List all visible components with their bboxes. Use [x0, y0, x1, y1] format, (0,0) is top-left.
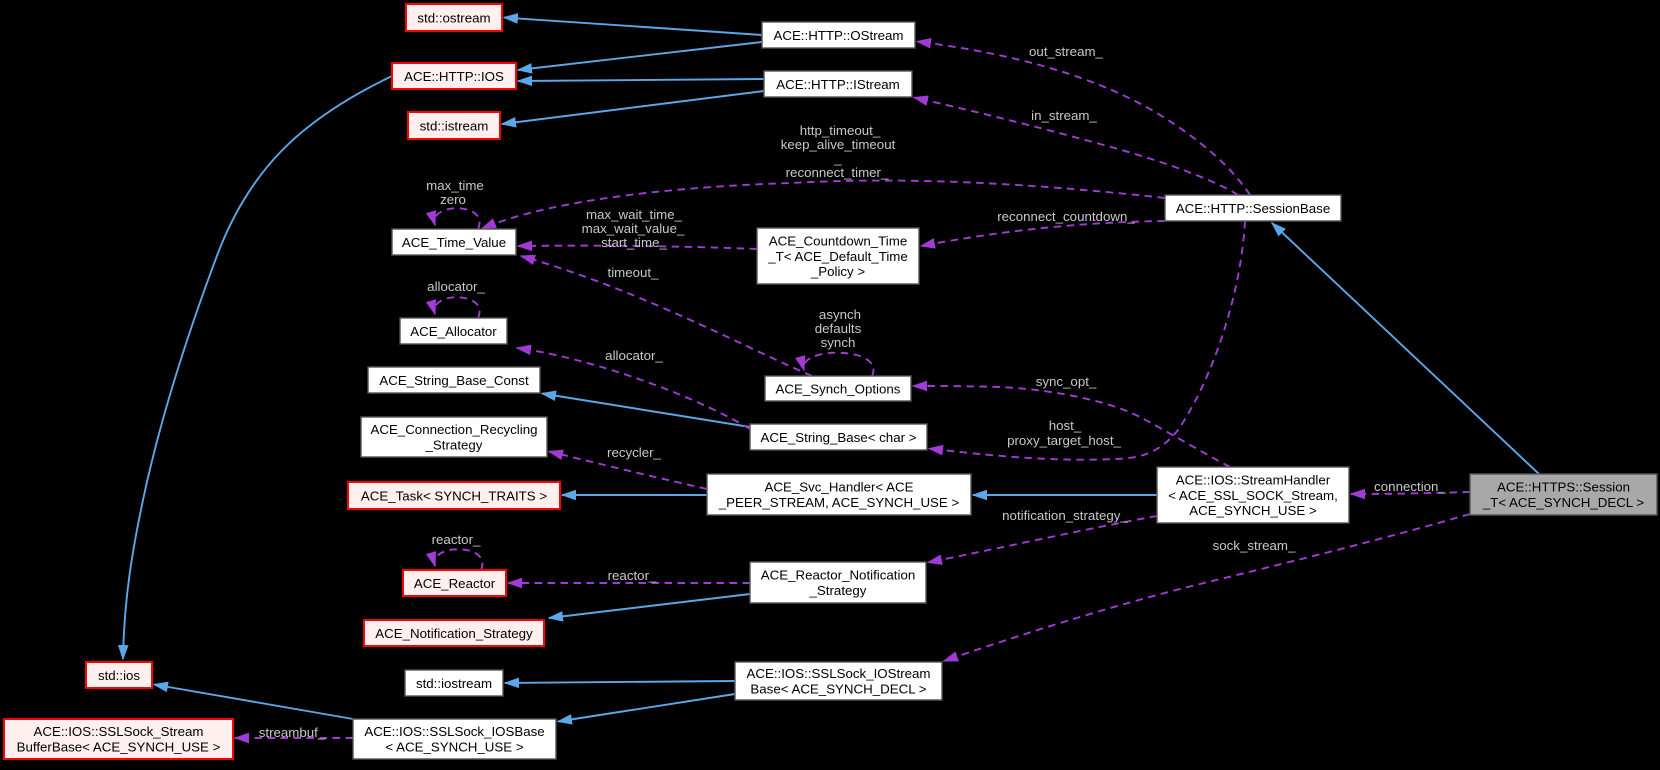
- svg-text:out_stream_: out_stream_: [1029, 44, 1104, 59]
- svg-text:Base< ACE_SYNCH_DECL >: Base< ACE_SYNCH_DECL >: [750, 681, 926, 696]
- svg-text:ACE::HTTP::IStream: ACE::HTTP::IStream: [776, 77, 899, 92]
- svg-text:ACE::IOS::SSLSock_IOSBase: ACE::IOS::SSLSock_IOSBase: [364, 724, 544, 739]
- svg-text:_Policy >: _Policy >: [810, 264, 866, 279]
- svg-text:ACE_Notification_Strategy: ACE_Notification_Strategy: [375, 626, 533, 641]
- svg-text:ACE::HTTPS::Session: ACE::HTTPS::Session: [1497, 480, 1630, 495]
- svg-text:reactor_: reactor_: [432, 532, 481, 547]
- svg-text:ACE_Reactor: ACE_Reactor: [414, 576, 496, 591]
- svg-text:streambuf_: streambuf_: [259, 725, 326, 740]
- svg-text:ACE_Allocator: ACE_Allocator: [410, 324, 497, 339]
- svg-text:ACE::IOS::SSLSock_Stream: ACE::IOS::SSLSock_Stream: [34, 724, 204, 739]
- svg-text:_Strategy: _Strategy: [425, 437, 483, 452]
- svg-text:< ACE_SSL_SOCK_Stream,: < ACE_SSL_SOCK_Stream,: [1168, 488, 1338, 503]
- svg-text:_T< ACE_Default_Time: _T< ACE_Default_Time: [767, 249, 908, 264]
- svg-text:timeout_: timeout_: [608, 265, 660, 280]
- svg-text:ACE_String_Base_Const: ACE_String_Base_Const: [379, 373, 529, 388]
- svg-text:asynch: asynch: [819, 307, 861, 322]
- svg-text:ACE_String_Base< char >: ACE_String_Base< char >: [761, 430, 917, 445]
- svg-text:sync_opt_: sync_opt_: [1036, 374, 1097, 389]
- svg-text:proxy_target_host_: proxy_target_host_: [1007, 433, 1121, 448]
- svg-text:ACE_Connection_Recycling: ACE_Connection_Recycling: [370, 422, 537, 437]
- svg-text:_Strategy: _Strategy: [809, 583, 867, 598]
- svg-text:< ACE_SYNCH_USE >: < ACE_SYNCH_USE >: [385, 739, 523, 754]
- svg-text:reconnect_timer_: reconnect_timer_: [786, 165, 889, 180]
- svg-text:max_wait_value_: max_wait_value_: [582, 221, 685, 236]
- svg-text:ACE::IOS::StreamHandler: ACE::IOS::StreamHandler: [1176, 473, 1331, 488]
- svg-text:ACE::HTTP::OStream: ACE::HTTP::OStream: [773, 28, 903, 43]
- svg-text:reconnect_countdown_: reconnect_countdown_: [997, 209, 1135, 224]
- svg-text:ACE_Task< SYNCH_TRAITS >: ACE_Task< SYNCH_TRAITS >: [361, 488, 547, 503]
- svg-text:max_wait_time_: max_wait_time_: [586, 207, 683, 222]
- svg-text:http_timeout_: http_timeout_: [800, 123, 881, 138]
- svg-text:sock_stream_: sock_stream_: [1213, 538, 1296, 553]
- svg-text:_PEER_STREAM, ACE_SYNCH_USE >: _PEER_STREAM, ACE_SYNCH_USE >: [718, 495, 960, 510]
- svg-text:std::ostream: std::ostream: [417, 10, 490, 25]
- svg-text:std::ios: std::ios: [98, 668, 140, 683]
- svg-text:notification_strategy_: notification_strategy_: [1002, 508, 1128, 523]
- svg-text:ACE_Time_Value: ACE_Time_Value: [402, 235, 506, 250]
- svg-text:_T< ACE_SYNCH_DECL >: _T< ACE_SYNCH_DECL >: [1482, 495, 1645, 510]
- svg-text:host_: host_: [1049, 418, 1082, 433]
- svg-text:BufferBase< ACE_SYNCH_USE >: BufferBase< ACE_SYNCH_USE >: [17, 739, 221, 754]
- svg-text:ACE::HTTP::SessionBase: ACE::HTTP::SessionBase: [1176, 201, 1330, 216]
- svg-text:zero: zero: [440, 192, 466, 207]
- svg-text:allocator_: allocator_: [605, 348, 663, 363]
- svg-text:ACE_SYNCH_USE >: ACE_SYNCH_USE >: [1189, 503, 1317, 518]
- svg-text:in_stream_: in_stream_: [1031, 108, 1097, 123]
- svg-text:std::iostream: std::iostream: [416, 676, 492, 691]
- svg-text:max_time: max_time: [426, 178, 484, 193]
- svg-text:ACE_Synch_Options: ACE_Synch_Options: [776, 381, 901, 396]
- svg-text:allocator_: allocator_: [427, 279, 485, 294]
- svg-text:_: _: [833, 151, 842, 166]
- svg-text:keep_alive_timeout: keep_alive_timeout: [781, 137, 896, 152]
- svg-text:ACE_Reactor_Notification: ACE_Reactor_Notification: [761, 568, 915, 583]
- svg-text:ACE::HTTP::IOS: ACE::HTTP::IOS: [404, 69, 504, 84]
- svg-text:ACE_Svc_Handler< ACE: ACE_Svc_Handler< ACE: [765, 480, 914, 495]
- svg-text:start_time_: start_time_: [601, 235, 667, 250]
- svg-text:synch: synch: [821, 335, 856, 350]
- svg-text:reactor_: reactor_: [608, 568, 657, 583]
- svg-text:defaults: defaults: [815, 321, 862, 336]
- svg-text:connection_: connection_: [1374, 479, 1446, 494]
- svg-text:std::istream: std::istream: [420, 118, 489, 133]
- svg-text:ACE::IOS::SSLSock_IOStream: ACE::IOS::SSLSock_IOStream: [746, 666, 930, 681]
- svg-text:ACE_Countdown_Time: ACE_Countdown_Time: [769, 234, 907, 249]
- svg-text:recycler_: recycler_: [607, 445, 662, 460]
